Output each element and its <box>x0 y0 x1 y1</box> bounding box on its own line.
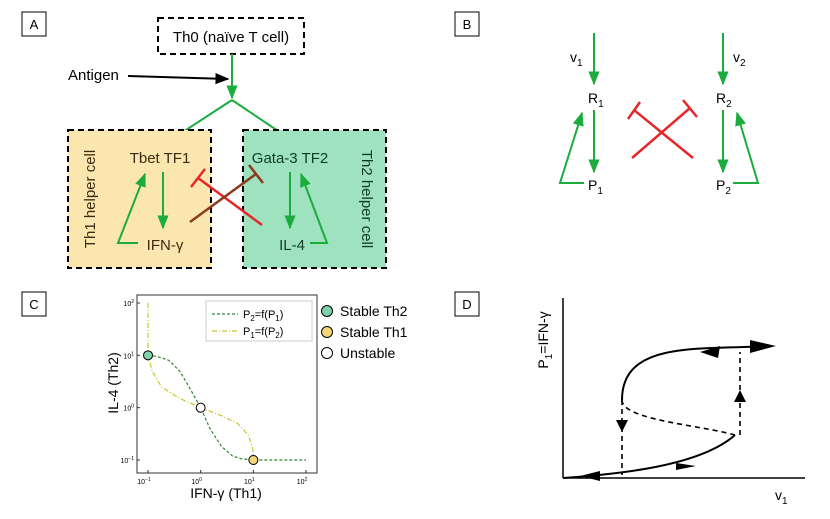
lower-branch-arrowhead-1 <box>580 471 600 481</box>
panel-b: B v1 R1 P1 v2 R2 P2 <box>454 11 760 197</box>
legend-box <box>205 300 313 342</box>
d-x-axis-label: v1 <box>775 487 788 507</box>
equilibrium-stable-th2 <box>143 350 153 361</box>
upper-branch-arrowhead-left <box>700 346 720 358</box>
v1-label: v1 <box>570 49 583 69</box>
x-axis-label: IFN-γ (Th1) <box>190 485 262 501</box>
th2-cell-label: Th2 helper cell <box>358 150 375 248</box>
p1-label: P1 <box>588 177 603 197</box>
panel-d-letter: D <box>462 297 471 312</box>
r1-label: R1 <box>588 90 604 110</box>
p1-inhibits-r2-bar <box>682 99 698 118</box>
il4-label: IL-4 <box>279 237 305 254</box>
panel-a-letter: A <box>30 17 39 32</box>
upper-branch-arrowhead-right <box>750 340 776 353</box>
marker-stable-th1-icon <box>321 326 333 338</box>
th2-inhibits-th1-line <box>197 176 263 227</box>
th0-label: Th0 (naïve T cell) <box>173 29 289 46</box>
lower-stable-branch <box>562 434 736 479</box>
th2-cell-box <box>242 129 387 269</box>
y-tick-label: 10−1 <box>121 456 135 465</box>
tbet-label: Tbet TF1 <box>130 150 191 167</box>
th1-cell-label: Th1 helper cell <box>82 150 99 248</box>
r2-label: R2 <box>716 90 732 110</box>
p2-label: P2 <box>716 177 731 197</box>
upper-stable-branch <box>621 345 773 401</box>
marker-stable-th1-label: Stable Th1 <box>340 324 408 340</box>
panel-a: A Th0 (naïve T cell) Antigen Tbet TF1 IF… <box>21 11 387 269</box>
th1-cell-box <box>67 129 212 269</box>
v2-label: v2 <box>733 49 746 69</box>
lower-branch-arrowhead-2 <box>676 463 696 470</box>
equilibrium-stable-th1 <box>248 455 259 465</box>
p2-inhibits-r1-line <box>633 109 694 159</box>
x-tick-label: 10−1 <box>137 477 151 486</box>
equilibria-group <box>143 350 259 465</box>
y-tick-label: 102 <box>123 299 134 308</box>
curves-group <box>147 303 306 461</box>
jump-up-arrowhead <box>734 390 746 402</box>
marker-unstable-icon <box>321 347 333 359</box>
nullcline-p2-of-p1 <box>147 354 306 461</box>
unstable-branch <box>621 399 736 436</box>
marker-unstable-label: Unstable <box>340 345 395 361</box>
legend-entry-p1: P1=f(P2) <box>243 326 283 340</box>
equilibrium-unstable <box>195 402 206 413</box>
p1-to-r1-arrow <box>558 111 584 184</box>
ifng-to-tbet-arrow <box>116 172 146 244</box>
th2-inhibits-th1-bar <box>190 168 206 188</box>
gata3-label: Gata-3 TF2 <box>252 150 328 167</box>
x-tick-label: 102 <box>297 477 308 486</box>
p1-inhibits-r2-line <box>631 107 691 159</box>
x-tick-label: 101 <box>244 477 255 486</box>
legend-entry-p2: P2=f(P1) <box>243 309 283 323</box>
panel-b-letter: B <box>463 17 472 32</box>
panel-d-letter-box <box>454 291 480 317</box>
panel-c: C IL-4 (Th2) IFN-γ (Th1) 10210110010−110… <box>21 291 408 501</box>
marker-stable-th2-icon <box>321 305 333 317</box>
p2-to-r2-arrow <box>733 111 760 184</box>
y-tick-label: 101 <box>123 351 134 360</box>
panel-a-letter-box <box>21 11 47 37</box>
p2-inhibits-r1-bar <box>626 101 642 120</box>
panel-d: D P1=IFN-γ v1 <box>454 291 805 507</box>
antigen-label: Antigen <box>68 67 119 84</box>
marker-stable-th2-label: Stable Th2 <box>340 303 408 319</box>
y-axis-label: IL-4 (Th2) <box>105 352 121 413</box>
panel-b-letter-box <box>454 11 480 37</box>
jump-down-arrowhead <box>616 420 628 432</box>
antigen-arrow <box>127 73 230 85</box>
d-y-axis-label: P1=IFN-γ <box>535 311 555 368</box>
nullcline-p1-of-p2 <box>147 303 254 460</box>
panel-c-letter: C <box>29 297 38 312</box>
il4-to-gata3-arrow <box>300 172 329 244</box>
x-tick-label: 100 <box>191 477 202 486</box>
tick-group: 102 101 100 10−1 10−1 100 101 102 <box>121 299 308 486</box>
ifng-label: IFN-γ <box>147 237 184 254</box>
th1-inhibits-th2-bar <box>248 164 264 184</box>
th1-inhibits-th2-line <box>189 172 257 224</box>
panel-c-letter-box <box>21 291 47 317</box>
y-tick-label: 100 <box>123 404 134 413</box>
